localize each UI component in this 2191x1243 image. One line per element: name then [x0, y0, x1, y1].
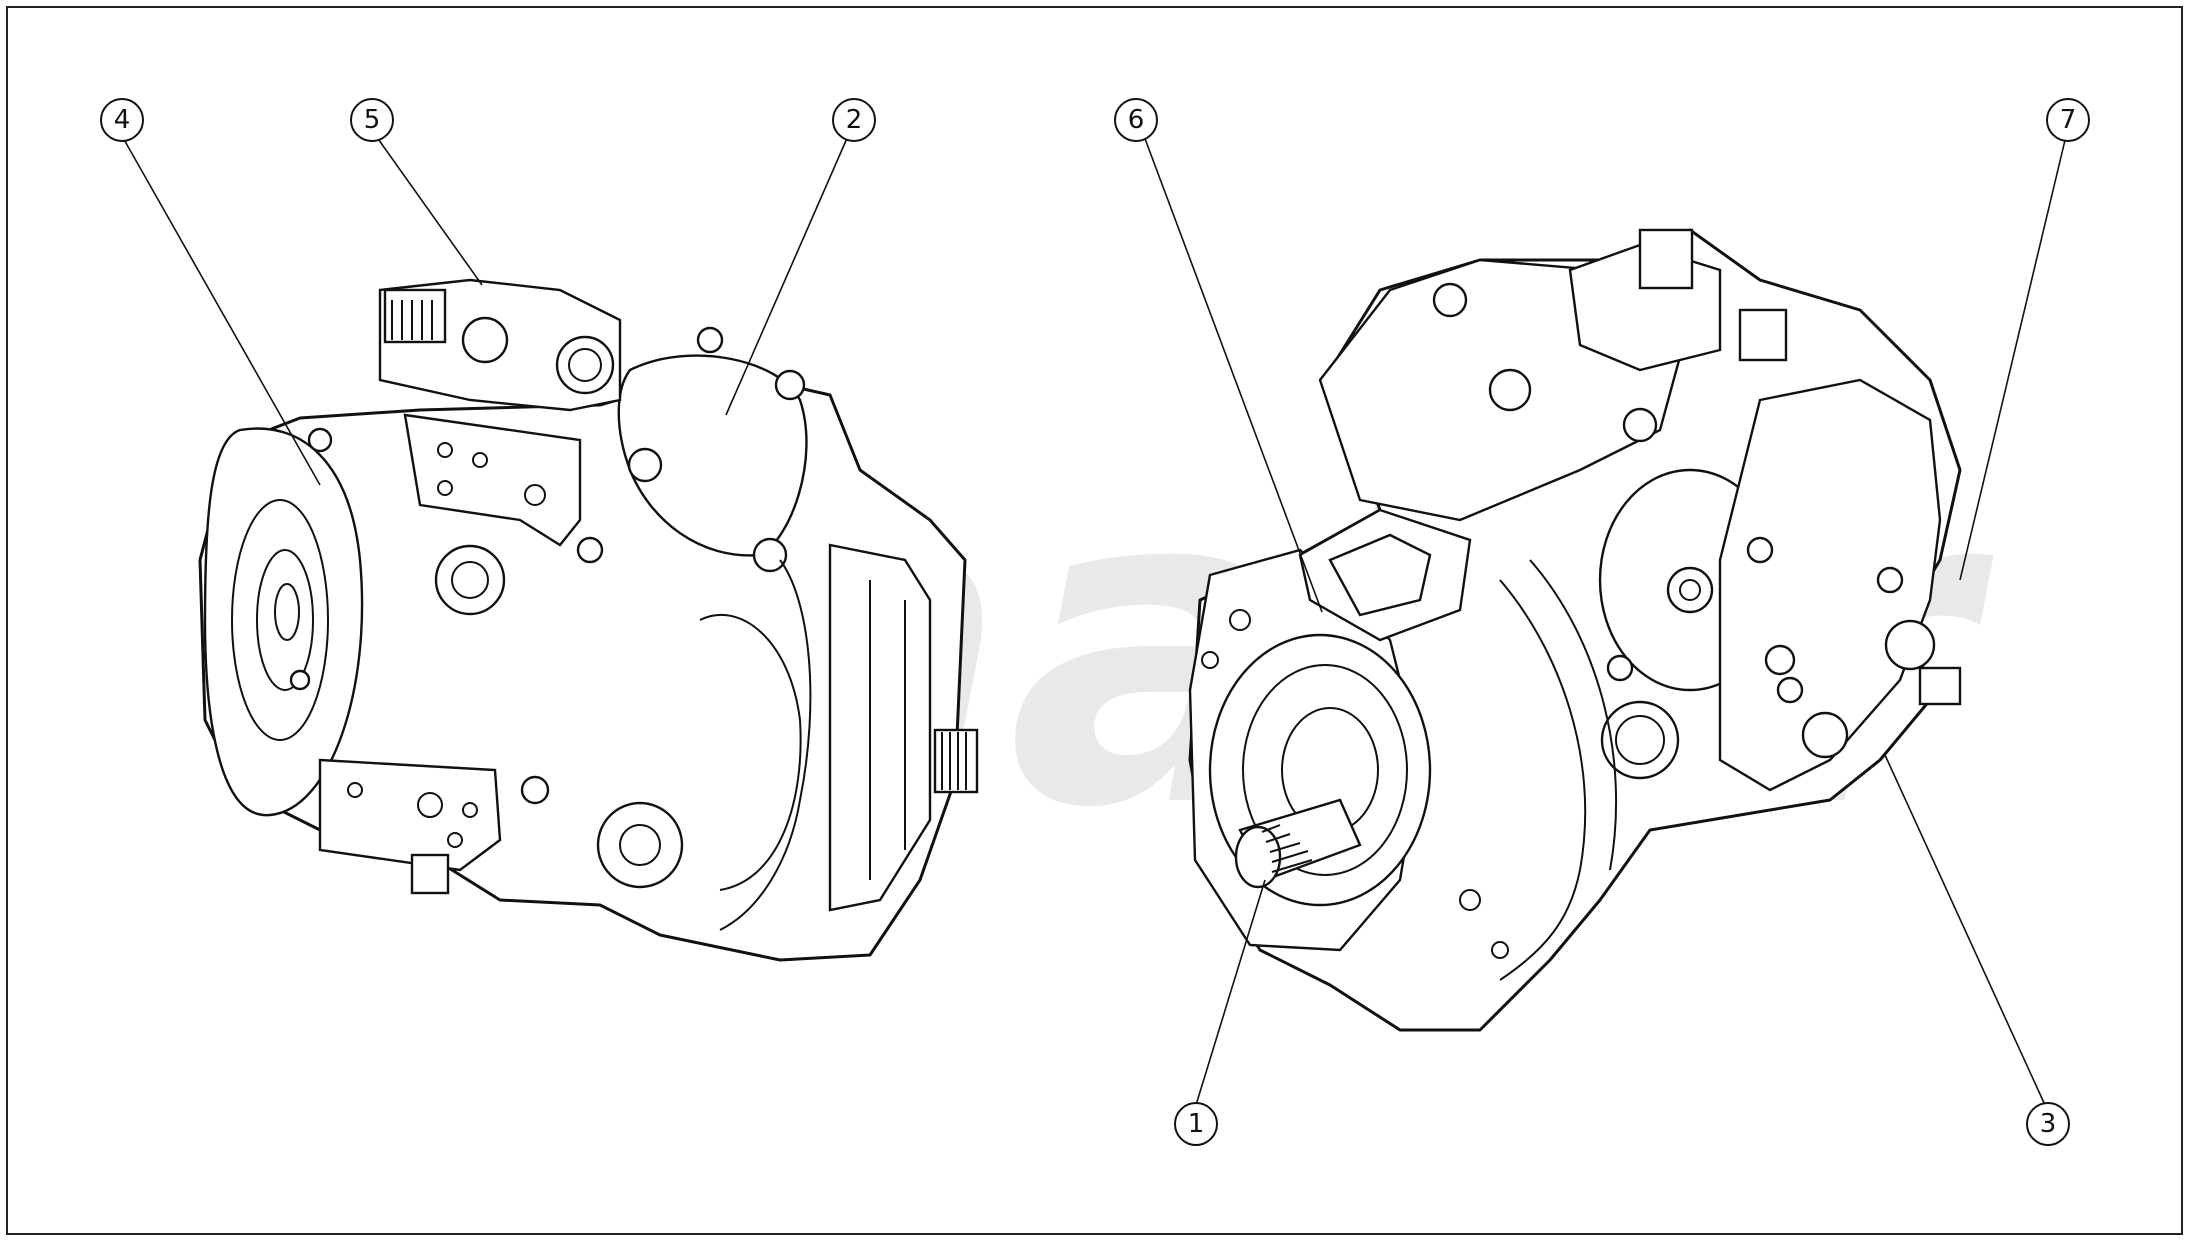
- plate-hole: [417, 792, 443, 818]
- callout-circle: [1174, 1102, 1218, 1146]
- leader-1: [1195, 879, 1266, 1106]
- leader-3: [1884, 754, 2046, 1106]
- right-pilot-ring-inner: [1242, 664, 1408, 876]
- cover-bolt: [774, 369, 806, 401]
- servo-plug: [1432, 282, 1468, 318]
- callout-circle: [2026, 1102, 2070, 1146]
- right-solenoid-top: [1638, 228, 1694, 290]
- left-valve-port: [461, 316, 509, 364]
- left-valve-cap: [555, 335, 615, 395]
- right-main-port-inner: [1615, 715, 1665, 765]
- right-gauge-fitting: [1918, 666, 1962, 706]
- left-pump-drawing: [198, 278, 979, 962]
- left-small-port: [289, 669, 311, 691]
- right-shaft-end: [1234, 825, 1282, 889]
- left-rear-bore: [274, 583, 300, 641]
- plate-hole: [472, 452, 488, 468]
- flange-hole: [1491, 941, 1509, 959]
- servo-plug: [1622, 407, 1658, 443]
- plate-hole: [462, 802, 478, 818]
- right-top-pad: [1328, 533, 1432, 617]
- plate-hole: [437, 442, 453, 458]
- cover-bolt: [696, 326, 724, 354]
- leader-2: [725, 135, 849, 416]
- flange-hole: [1229, 609, 1251, 631]
- callout-label-5: 5: [364, 105, 381, 135]
- left-plug-lower: [596, 801, 684, 889]
- left-solenoid-ribs: [391, 300, 433, 340]
- left-housing-seam: [699, 614, 802, 891]
- right-housing-seam: [1499, 579, 1587, 981]
- left-plug-upper: [434, 544, 506, 616]
- plate-hole: [447, 832, 463, 848]
- cover-bolt: [752, 537, 788, 573]
- right-small-port: [1776, 676, 1804, 704]
- left-small-port: [576, 536, 604, 564]
- left-small-port: [307, 427, 333, 453]
- drawing-frame: [6, 6, 2183, 1235]
- right-charge-block: [1718, 378, 1942, 792]
- callout-1: 1: [1174, 1102, 1218, 1146]
- right-plug-lower: [1801, 711, 1849, 759]
- cover-bolt: [627, 447, 663, 483]
- left-solenoid: [383, 288, 447, 344]
- left-small-port: [520, 775, 550, 805]
- left-shaft-splines: [941, 732, 967, 790]
- leader-6: [1143, 135, 1323, 613]
- callout-4: 4: [100, 98, 144, 142]
- callout-label-7: 7: [2060, 105, 2077, 135]
- leader-4: [121, 135, 321, 486]
- callout-circle: [350, 98, 394, 142]
- right-small-port: [1764, 644, 1796, 676]
- left-bottom-plate: [318, 758, 502, 872]
- left-plug-upper-hex: [451, 561, 489, 599]
- callout-label-1: 1: [1188, 1109, 1205, 1139]
- right-housing-seam-2: [1529, 559, 1618, 871]
- callout-label-3: 3: [2040, 1109, 2057, 1139]
- leader-lines: [121, 135, 2067, 1106]
- flange-hole: [1201, 651, 1219, 669]
- left-drain-port: [410, 853, 450, 895]
- right-end-cover-stud: [1679, 579, 1701, 601]
- left-rear-flange-inner: [256, 549, 314, 691]
- callout-circle: [832, 98, 876, 142]
- callout-circle: [1114, 98, 1158, 142]
- plate-hole: [524, 484, 546, 506]
- flange-hole: [1459, 889, 1481, 911]
- right-small-port: [1876, 566, 1904, 594]
- left-housing-seam-2: [719, 559, 812, 931]
- callout-circle: [100, 98, 144, 142]
- callout-label-6: 6: [1128, 105, 1145, 135]
- right-shaft-splines: [1261, 824, 1313, 873]
- plate-hole: [347, 782, 363, 798]
- callout-3: 3: [2026, 1102, 2070, 1146]
- callout-5: 5: [350, 98, 394, 142]
- right-small-port: [1606, 654, 1634, 682]
- right-pump-drawing: [1188, 228, 1962, 1032]
- callout-2: 2: [832, 98, 876, 142]
- right-gauge-port: [1884, 619, 1936, 671]
- callout-circle: [2046, 98, 2090, 142]
- left-front-flange-lines: [869, 580, 906, 880]
- right-main-port: [1600, 700, 1680, 780]
- right-small-port: [1746, 536, 1774, 564]
- leader-7: [1959, 135, 2067, 581]
- callout-label-4: 4: [114, 105, 131, 135]
- left-plug-lower-hex: [619, 824, 661, 866]
- left-rear-flange-ring: [231, 499, 329, 741]
- callout-7: 7: [2046, 98, 2090, 142]
- right-end-cover-nut: [1666, 566, 1714, 614]
- right-solenoid-side: [1738, 308, 1788, 362]
- left-top-plate: [403, 413, 582, 547]
- left-valve-cap-inner: [568, 348, 602, 382]
- callout-label-2: 2: [846, 105, 863, 135]
- callout-6: 6: [1114, 98, 1158, 142]
- left-rear-flange: [203, 427, 364, 817]
- leader-5: [375, 135, 483, 286]
- plate-hole: [437, 480, 453, 496]
- servo-plug: [1488, 368, 1532, 412]
